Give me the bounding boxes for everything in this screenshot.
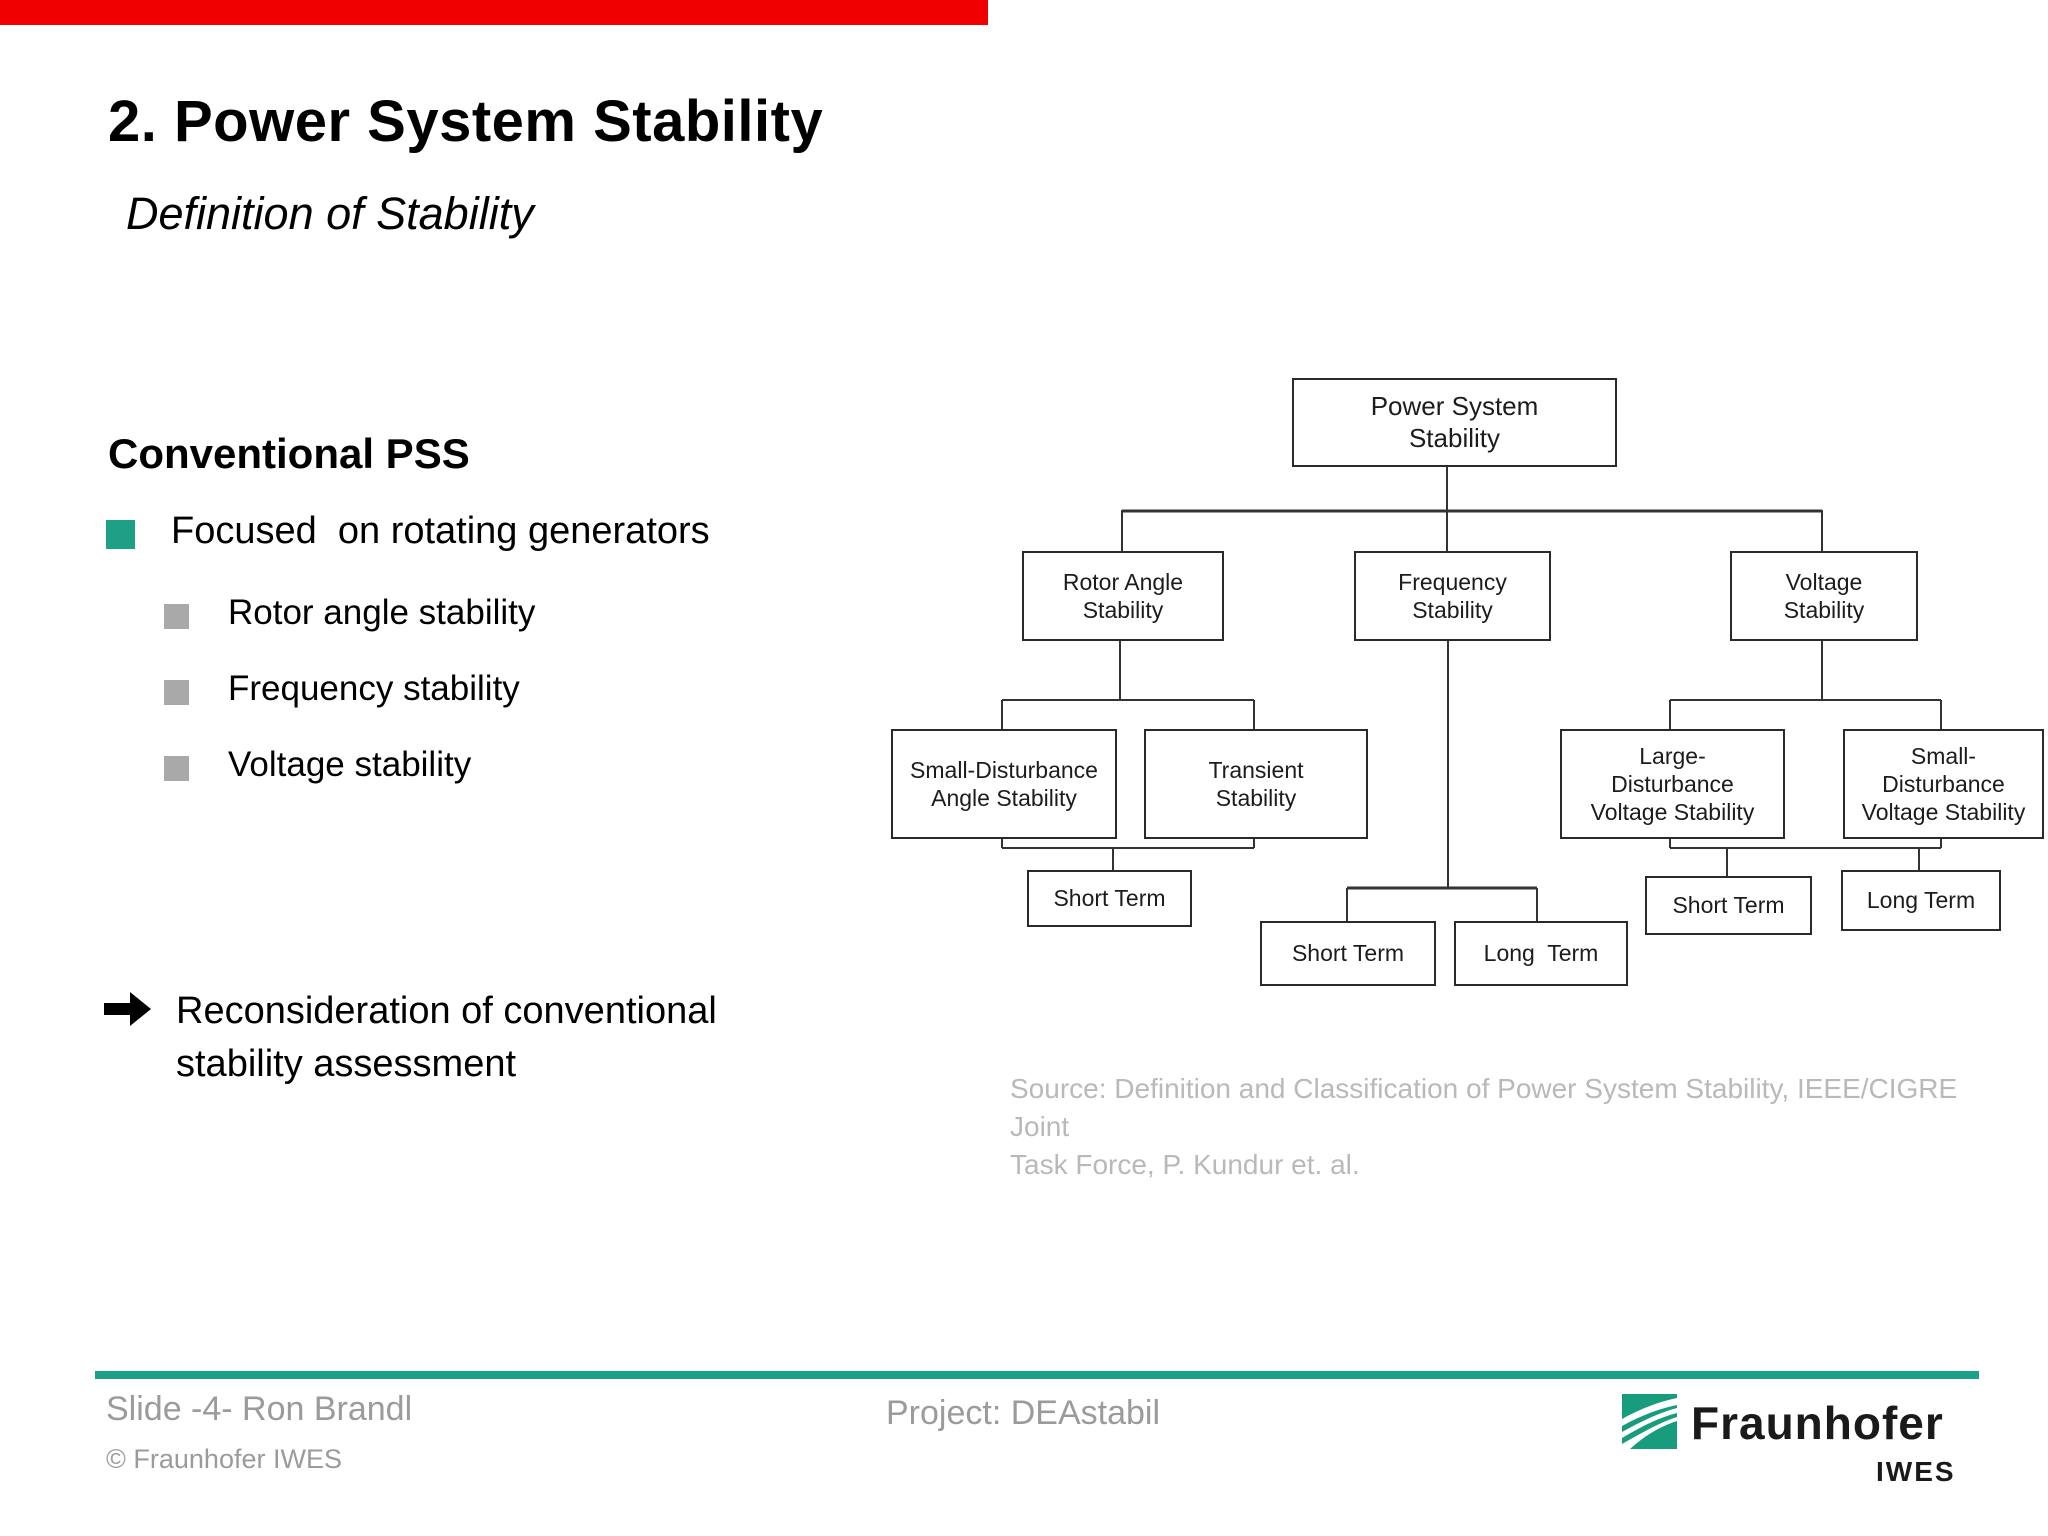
sub-bullet-text: Voltage stability <box>228 745 472 784</box>
page-title: 2. Power System Stability <box>108 89 824 154</box>
section-heading: Conventional PSS <box>108 430 470 477</box>
page-subtitle: Definition of Stability <box>126 188 534 239</box>
fraunhofer-logo: Fraunhofer <box>1622 1394 1944 1454</box>
gray-square-bullet-icon <box>164 680 189 705</box>
tree-node-long-term-voltage: Long Term <box>1841 870 2001 931</box>
tree-node-voltage-stability: Voltage Stability <box>1730 551 1918 641</box>
bullet-item: Focused on rotating generators <box>106 510 710 553</box>
conclusion-note: Reconsideration of conventional stabilit… <box>104 985 717 1091</box>
gray-square-bullet-icon <box>164 604 189 629</box>
slide-number-author: Slide -4- Ron Brandl <box>106 1390 413 1428</box>
tree-node-small-disturbance-voltage-stability: Small- Disturbance Voltage Stability <box>1843 729 2044 839</box>
project-name: Project: DEAstabil <box>886 1394 1160 1432</box>
sub-bullet-item: Voltage stability <box>164 745 471 785</box>
fraunhofer-wordmark: Fraunhofer <box>1691 1397 1944 1449</box>
source-line: Task Force, P. Kundur et. al. <box>1010 1149 1360 1180</box>
sub-bullet-text: Rotor angle stability <box>228 593 536 632</box>
note-line: Reconsideration of conventional <box>176 990 717 1032</box>
copyright-text: © Fraunhofer IWES <box>106 1444 342 1474</box>
source-citation: Source: Definition and Classification of… <box>1010 1070 1990 1184</box>
tree-node-power-system-stability: Power System Stability <box>1292 378 1617 467</box>
footer-separator-line <box>95 1371 1979 1379</box>
tree-node-rotor-angle-stability: Rotor Angle Stability <box>1022 551 1224 641</box>
tree-node-large-disturbance-voltage-stability: Large- Disturbance Voltage Stability <box>1560 729 1785 839</box>
fraunhofer-logo-icon <box>1622 1394 1677 1454</box>
tree-node-short-term-frequency: Short Term <box>1260 921 1436 986</box>
fraunhofer-iwes-label: IWES <box>1876 1456 1956 1487</box>
sub-bullet-text: Frequency stability <box>228 669 520 708</box>
tree-node-small-disturbance-angle-stability: Small-Disturbance Angle Stability <box>891 729 1117 839</box>
tree-node-frequency-stability: Frequency Stability <box>1354 551 1551 641</box>
tree-node-short-term-voltage: Short Term <box>1645 876 1812 935</box>
bullet-text: Focused on rotating generators <box>171 510 710 552</box>
green-square-bullet-icon <box>106 520 135 549</box>
gray-square-bullet-icon <box>164 756 189 781</box>
video-progress-bar[interactable] <box>0 0 988 25</box>
sub-bullet-item: Rotor angle stability <box>164 593 535 633</box>
tree-node-long-term-frequency: Long Term <box>1454 921 1628 986</box>
source-line: Source: Definition and Classification of… <box>1010 1073 1958 1142</box>
tree-node-short-term-angle: Short Term <box>1027 870 1192 927</box>
tree-node-transient-stability: Transient Stability <box>1144 729 1368 839</box>
sub-bullet-item: Frequency stability <box>164 669 520 709</box>
right-arrow-icon <box>104 991 152 1032</box>
note-line: stability assessment <box>176 1043 517 1085</box>
